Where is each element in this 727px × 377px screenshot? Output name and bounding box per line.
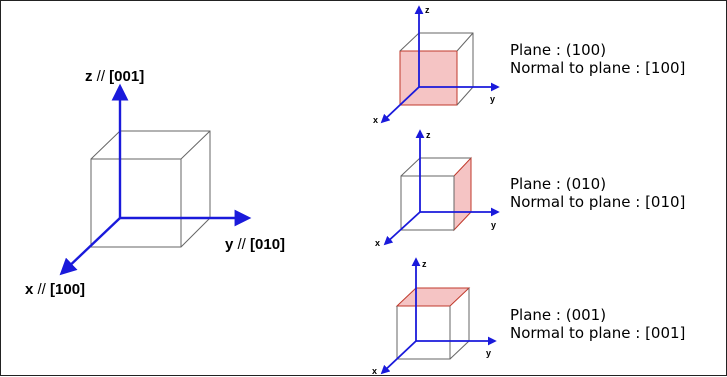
- plane-100-figure: z y x: [373, 5, 500, 125]
- plane-010-y-label: y: [491, 220, 496, 230]
- plane-010-title: Plane : (010): [510, 175, 607, 193]
- plane-010-z-label: z: [426, 130, 431, 140]
- plane-100-z-label: z: [425, 5, 430, 15]
- plane-001-title: Plane : (001): [510, 306, 607, 324]
- plane-010-x-label: x: [375, 238, 380, 248]
- plane-001-z-label: z: [422, 259, 427, 269]
- plane-001-y-label: y: [486, 348, 491, 358]
- plane-001-caption: Plane : (001) Normal to plane : [001]: [510, 306, 685, 342]
- main-z-label: z // [001]: [85, 68, 144, 85]
- plane-001-face: [395, 287, 471, 307]
- main-x-label: x // [100]: [25, 281, 85, 298]
- main-x-axis: [59, 217, 121, 276]
- plane-010-caption: Plane : (010) Normal to plane : [010]: [510, 175, 685, 211]
- plane-100-normal: Normal to plane : [100]: [510, 59, 686, 77]
- main-axes: [59, 83, 252, 276]
- plane-010-figure: z y x: [375, 129, 500, 248]
- plane-010-normal: Normal to plane : [010]: [510, 193, 686, 211]
- plane-001-x-label: x: [372, 366, 377, 376]
- plane-001-figure: z y x: [372, 257, 497, 376]
- plane-001-normal: Normal to plane : [001]: [510, 324, 686, 342]
- plane-010-face: [453, 156, 472, 232]
- plane-100-title: Plane : (100): [510, 41, 607, 59]
- main-y-label: y // [010]: [225, 236, 285, 253]
- plane-100-x-label: x: [373, 115, 378, 125]
- plane-100-caption: Plane : (100) Normal to plane : [100]: [510, 41, 685, 77]
- plane-100-y-label: y: [490, 94, 495, 104]
